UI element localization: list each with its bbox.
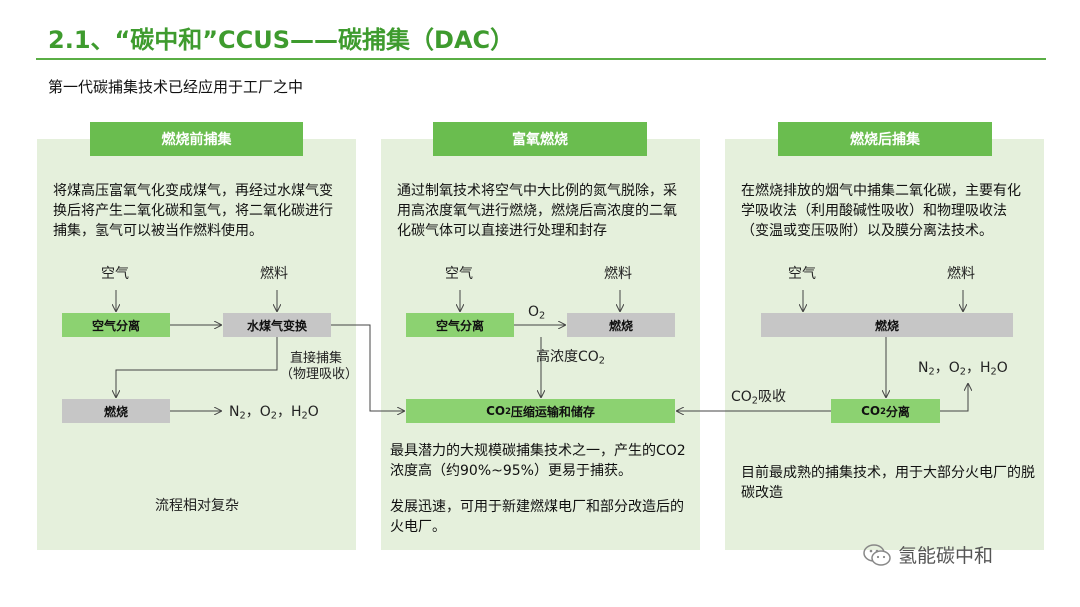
post-gas-outputs: N2，O2，H2O	[918, 360, 1008, 378]
page-title: 2.1、“碳中和”CCUS——碳捕集（DAC）	[48, 26, 515, 54]
watermark-text: 氢能碳中和	[898, 545, 994, 567]
oxy-bottom-note-1: 最具潜力的大规模碳捕集技术之一，产生的CO2浓度高（约90%~95%）更易于捕获…	[390, 443, 686, 479]
oxy-label-fuel: 燃料	[604, 266, 632, 282]
title-divider	[36, 58, 1046, 60]
pre-description: 将煤高压富氧气化变成煤气，再经过水煤气变换后将产生二氧化碳和氢气，将二氧化碳进行…	[53, 183, 333, 239]
post-bottom-note: 目前最成熟的捕集技术，用于大部分火电厂的脱碳改造	[741, 465, 1035, 501]
oxy-box-air-separation: 空气分离	[406, 313, 514, 337]
post-label-fuel: 燃料	[947, 266, 975, 282]
oxy-bottom-note-2: 发展迅速，可用于新建燃煤电厂和部分改造后的火电厂。	[390, 499, 684, 535]
post-description: 在燃烧排放的烟气中捕集二氧化碳，主要有化学吸收法（利用酸碱性吸收）和物理吸收法（…	[741, 183, 1021, 239]
post-label-air: 空气	[788, 266, 816, 282]
label-co2-absorption: CO2吸收	[731, 389, 787, 407]
watermark: 氢能碳中和	[862, 541, 993, 568]
pre-box-water-gas-shift: 水煤气变换	[223, 313, 331, 337]
post-box-burn: 燃烧	[761, 313, 1013, 337]
pre-label-air: 空气	[101, 266, 129, 282]
oxy-box-burn: 燃烧	[567, 313, 675, 337]
page-subtitle: 第一代碳捕集技术已经应用于工厂之中	[48, 78, 304, 96]
oxy-description: 通过制氧技术将空气中大比例的氮气脱除，采用高浓度氧气进行燃烧，燃烧后高浓度的二氧…	[397, 183, 677, 239]
pre-box-air-separation: 空气分离	[62, 313, 170, 337]
header-post-combustion: 燃烧后捕集	[778, 122, 992, 156]
pre-box-burn: 燃烧	[62, 399, 170, 423]
oxy-label-high-co2: 高浓度CO2	[536, 349, 606, 367]
header-pre-combustion: 燃烧前捕集	[90, 122, 303, 156]
pre-gas-outputs: N2，O2，H2O	[229, 404, 319, 422]
pre-label-physical-absorption: （物理吸收）	[280, 367, 359, 382]
panel-post-combustion	[725, 139, 1044, 550]
oxy-label-air: 空气	[445, 266, 473, 282]
header-oxy-combustion: 富氧燃烧	[433, 122, 647, 156]
oxy-label-o2: O2	[528, 304, 546, 322]
pre-bottom-note: 流程相对复杂	[155, 498, 239, 514]
pre-label-fuel: 燃料	[260, 266, 288, 282]
pre-label-direct-capture: 直接捕集	[290, 351, 343, 366]
wechat-icon	[863, 543, 891, 566]
panel-pre-combustion	[37, 139, 356, 550]
